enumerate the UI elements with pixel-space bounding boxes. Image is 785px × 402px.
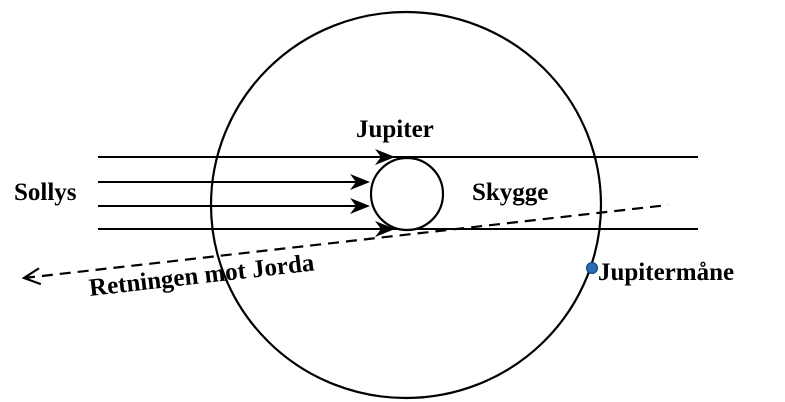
jupiter-moon (586, 262, 598, 274)
moon-label: Jupitermåne (598, 259, 734, 286)
earth-direction-line (24, 203, 669, 278)
sunlight-label: Sollys (14, 179, 77, 206)
shadow-label: Skygge (472, 179, 548, 206)
earth-direction-label: Retningen mot Jorda (88, 249, 316, 302)
jupiter-label: Jupiter (356, 116, 434, 143)
jupiter-planet (369, 156, 445, 232)
